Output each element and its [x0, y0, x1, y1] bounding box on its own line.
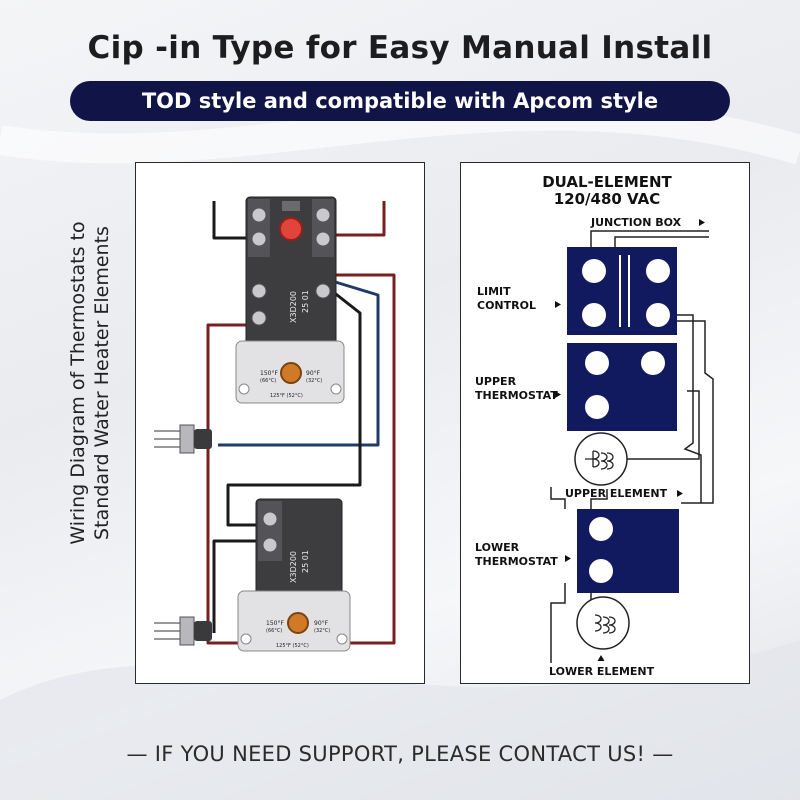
upper-element-coil-icon — [574, 432, 628, 486]
schematic-title-line2: 120/480 VAC — [554, 190, 661, 208]
lower-temp-low: 150°F — [266, 620, 284, 627]
upper-thermostat-arrow-icon — [555, 391, 561, 398]
lower-temp-low-c: (66°C) — [266, 628, 282, 634]
schematic-title-line1: DUAL-ELEMENT — [542, 173, 672, 191]
subtitle-banner: TOD style and compatible with Apcom styl… — [70, 81, 730, 121]
upper-thermostat-model: X3D200 — [289, 291, 298, 323]
limit-control-label-line1: LIMIT — [477, 285, 511, 298]
wiring — [206, 201, 396, 645]
upper-thermostat-block — [567, 343, 677, 431]
junction-box-arrow-icon — [699, 219, 705, 226]
upper-thermostat-label-line2: THERMOSTAT — [475, 389, 558, 402]
temperature-dial-icon — [280, 362, 302, 384]
red-wire-loop — [206, 323, 256, 645]
caption-line-1: Wiring Diagram of Thermostats to — [67, 221, 89, 545]
limit-control-label-line2: CONTROL — [477, 299, 536, 312]
support-footer: — IF YOU NEED SUPPORT, PLEASE CONTACT US… — [126, 742, 674, 766]
lower-temperature-dial-icon — [287, 612, 309, 634]
upper-temp-low: 150°F — [260, 370, 278, 377]
caption-line-2: Standard Water Heater Elements — [91, 226, 113, 540]
upper-element-label: UPPER ELEMENT — [565, 487, 668, 500]
upper-heating-element — [154, 424, 212, 454]
left-vertical-caption: Wiring Diagram of Thermostats to Standar… — [66, 133, 114, 633]
upper-element-arrow-icon — [677, 490, 683, 497]
lower-thermostat-block — [577, 509, 679, 593]
lower-temp-high: 90°F — [314, 620, 329, 627]
top-red-wire-right — [332, 201, 386, 237]
upper-temp-high-c: (32°C) — [306, 378, 322, 384]
lower-element-coil-icon — [576, 596, 630, 650]
upper-thermostat: X3D200 25 01 150°F (66°C) 90°F (32°C) 12… — [235, 196, 345, 404]
dual-element-schematic: DUAL-ELEMENT 120/480 VAC JUNCTION BOX — [475, 173, 714, 678]
thermostat-wiring-panel: X3D200 25 01 150°F (66°C) 90°F (32°C) 12… — [135, 162, 425, 684]
lower-temp-high-c: (32°C) — [314, 628, 330, 634]
top-black-wire-left — [212, 201, 248, 240]
red-wire-long — [332, 273, 396, 645]
lower-thermostat-model: X3D200 — [289, 551, 298, 583]
lower-thermostat-label-line1: LOWER — [475, 541, 520, 554]
upper-thermostat-label-line1: UPPER — [475, 375, 517, 388]
upper-temp-mid: 125°F (52°C) — [270, 393, 303, 399]
black-wire-lower — [212, 539, 258, 633]
lower-element-arrow-icon — [597, 655, 605, 661]
thermostat-wiring-diagram: X3D200 25 01 150°F (66°C) 90°F (32°C) 12… — [154, 196, 396, 652]
black-wire-cross — [226, 289, 362, 527]
upper-thermostat-code: 25 01 — [301, 290, 310, 313]
lower-heating-element — [154, 616, 212, 646]
lower-thermostat-code: 25 01 — [301, 550, 310, 573]
junction-box-label: JUNCTION BOX — [590, 216, 682, 229]
lower-thermostat: X3D200 25 01 150°F (66°C) 90°F (32°C) 12… — [237, 498, 351, 652]
lower-thermostat-label-line2: THERMOSTAT — [475, 555, 558, 568]
page-title: Cip -in Type for Easy Manual Install — [87, 30, 713, 66]
dual-element-schematic-panel: DUAL-ELEMENT 120/480 VAC JUNCTION BOX — [460, 162, 750, 684]
upper-temp-low-c: (66°C) — [260, 378, 276, 384]
reset-button-icon — [279, 217, 303, 241]
lower-terminal-screws — [262, 511, 278, 553]
terminal-screws — [251, 207, 331, 326]
lower-element-label: LOWER ELEMENT — [549, 665, 655, 678]
lower-thermostat-arrow-icon — [565, 555, 571, 562]
limit-control-arrow-icon — [555, 301, 561, 308]
blue-wire — [218, 279, 380, 447]
lower-temp-mid: 125°F (52°C) — [276, 643, 309, 649]
limit-control-block — [567, 247, 677, 335]
upper-temp-high: 90°F — [306, 370, 321, 377]
